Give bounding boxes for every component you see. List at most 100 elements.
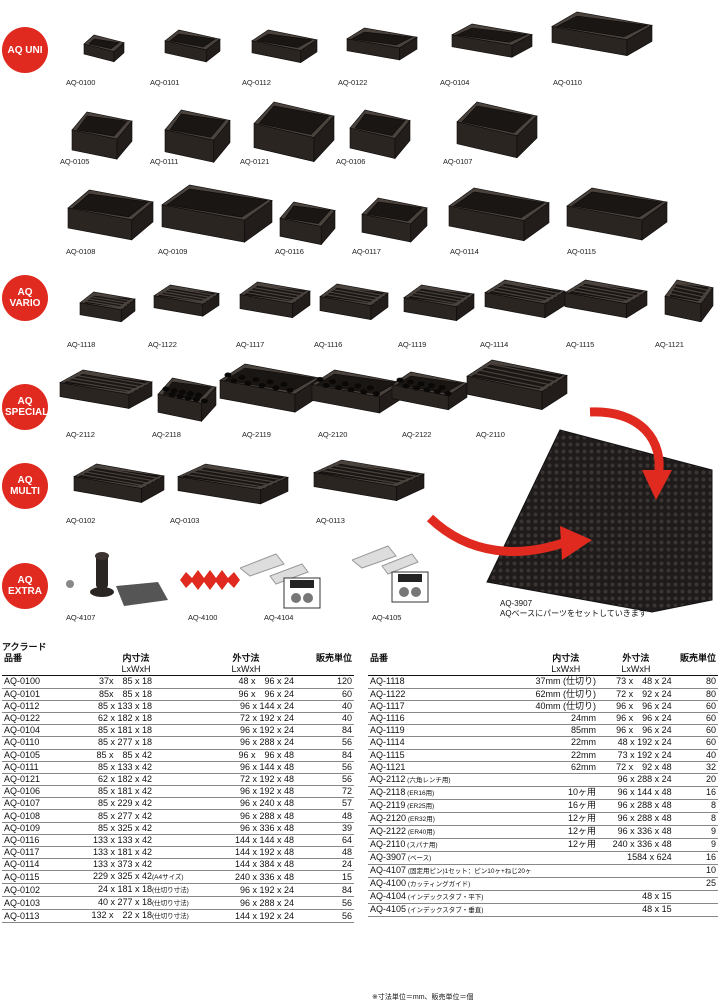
cell-outer: 96 x 96 x 24 [598, 724, 674, 738]
product-code: AQ-1122 [148, 340, 177, 349]
cell-inner: 62mm [533, 761, 599, 774]
cell-unit: 8 [673, 812, 718, 826]
cell-inner: 24 x 181 x 18(仕切り寸法) [76, 883, 196, 898]
cell-inner-value: 24 x 181 x 18 [97, 884, 152, 895]
cell-unit: 56 [296, 761, 354, 774]
tray-image [59, 369, 153, 410]
cell-unit: 60 [673, 736, 718, 750]
cell-unit: 20 [673, 773, 718, 787]
cell-inner-value: 85 x 133 x 42 [97, 761, 152, 772]
cell-note: (ER32用) [406, 815, 435, 823]
cell-outer: 48 x 192 x 24 [598, 736, 674, 750]
cell-outer: 144 x 144 x 48 [196, 834, 296, 848]
cell-code-value: AQ-4105 [370, 903, 407, 914]
tray-image [253, 101, 335, 163]
tray-image [448, 187, 550, 242]
category-badge-vario: AQ VARIO [2, 275, 48, 321]
cell-code: AQ-2110 (スパナ用) [368, 838, 534, 852]
cell-outer [598, 877, 674, 891]
product-code: AQ-2118 [152, 430, 181, 439]
table-row: AQ-4100 (カッティングガイド)25 [368, 877, 718, 891]
cell-outer: 96 x 144 x 48 [598, 786, 674, 800]
subheader-dim: LxWxH [76, 664, 196, 677]
product-code: AQ-0116 [275, 247, 304, 256]
cell-outer: 144 x 192 x 48 [196, 846, 296, 860]
cell-unit: 80 [673, 675, 718, 689]
product-code: AQ-0122 [338, 78, 368, 87]
tray-image [219, 363, 321, 413]
cell-code: AQ-2118 (ER16用) [368, 786, 534, 800]
cell-code: AQ-0116 [2, 834, 76, 848]
header-code: 品番 [370, 653, 389, 664]
tray-image [251, 29, 318, 64]
accessory-image [352, 545, 429, 603]
tray-image [71, 111, 133, 160]
cell-inner-value: 85 x 277 x 18 [97, 737, 152, 748]
cell-inner-value: 132 x 22 x 18 [91, 910, 152, 921]
tray-image [164, 109, 231, 164]
cell-inner: 85x 85 x 18 [76, 688, 196, 701]
product-code: AQ-0102 [66, 516, 96, 525]
cell-inner: 12ヶ用 [533, 825, 599, 839]
tray-image [79, 291, 136, 323]
cell-outer: 96 x 336 x 48 [196, 822, 296, 835]
cell-outer: 96 x 144 x 24 [196, 700, 296, 713]
cell-inner: 85 x 133 x 18 [76, 700, 196, 713]
cell-inner-value: 229 x 325 x 42 [92, 871, 152, 882]
cell-inner: 133 x 373 x 42 [76, 858, 196, 872]
cell-inner-value: 62 x 182 x 18 [97, 713, 152, 724]
cell-code-value: AQ-4100 [370, 877, 407, 888]
table-title: アクラード [2, 642, 47, 652]
tray-image [161, 184, 273, 243]
cell-code: AQ-0114 [2, 858, 76, 872]
product-code: AQ-4105 [372, 613, 402, 622]
cell-inner: 24mm [533, 712, 599, 726]
cell-inner: 85 x 229 x 42 [76, 797, 196, 811]
table-row: AQ-4104 (インデックスタブ・平下)48 x 15 [368, 890, 718, 904]
table-header: 品番 内寸法 外寸法 販売単位 [2, 653, 354, 664]
cell-unit: 72 [296, 785, 354, 799]
table-header: 品番 内寸法 外寸法 販売単位 [368, 653, 718, 664]
cell-outer: 96 x 96 x 48 [196, 749, 296, 762]
cell-inner-value: 133 x 181 x 42 [92, 847, 152, 858]
cell-code: AQ-0101 [2, 688, 76, 701]
tray-image [566, 187, 668, 241]
cell-unit: 60 [673, 712, 718, 726]
tray-image [551, 11, 653, 57]
cell-unit: 56 [296, 896, 354, 911]
subheader-dim: LxWxH [533, 664, 599, 677]
tray-image [279, 201, 336, 246]
tray-image [664, 279, 714, 322]
cell-inner: 37mm (仕切り) [533, 675, 599, 689]
cell-inner-value: 85 x 325 x 42 [97, 822, 152, 833]
tray-image [456, 101, 538, 159]
cell-outer: 96 x 96 x 24 [598, 700, 674, 713]
cell-code-value: AQ-2118 [370, 786, 406, 797]
cell-code-value: AQ-3907 [370, 851, 407, 862]
cell-code-value: AQ-2119 [370, 799, 406, 810]
base-caption: AQ-3907 AQベースにパーツをセットしていきます [500, 599, 647, 619]
cell-inner-value: 85 x 133 x 18 [97, 700, 152, 711]
cell-outer: 72 x 92 x 48 [598, 761, 674, 774]
cell-inner-value: 85 x 229 x 42 [97, 798, 152, 809]
cell-inner: 62 x 182 x 18 [76, 712, 196, 726]
cell-note: (カッティングガイド) [406, 880, 471, 888]
product-code: AQ-2110 [476, 430, 505, 439]
category-label: AQ VARIO [9, 287, 41, 309]
tray-image [73, 463, 165, 504]
cell-code-value: AQ-1122 [370, 688, 406, 699]
category-badge-uni: AQ UNI [2, 27, 48, 73]
product-code: AQ-1119 [398, 340, 427, 349]
cell-code-value: AQ-1118 [370, 676, 405, 687]
cell-code: AQ-0121 [2, 773, 76, 787]
cell-inner-value: 85 x 277 x 42 [97, 810, 152, 821]
cell-code-value: AQ-1116 [370, 713, 405, 724]
tray-image [312, 459, 426, 502]
